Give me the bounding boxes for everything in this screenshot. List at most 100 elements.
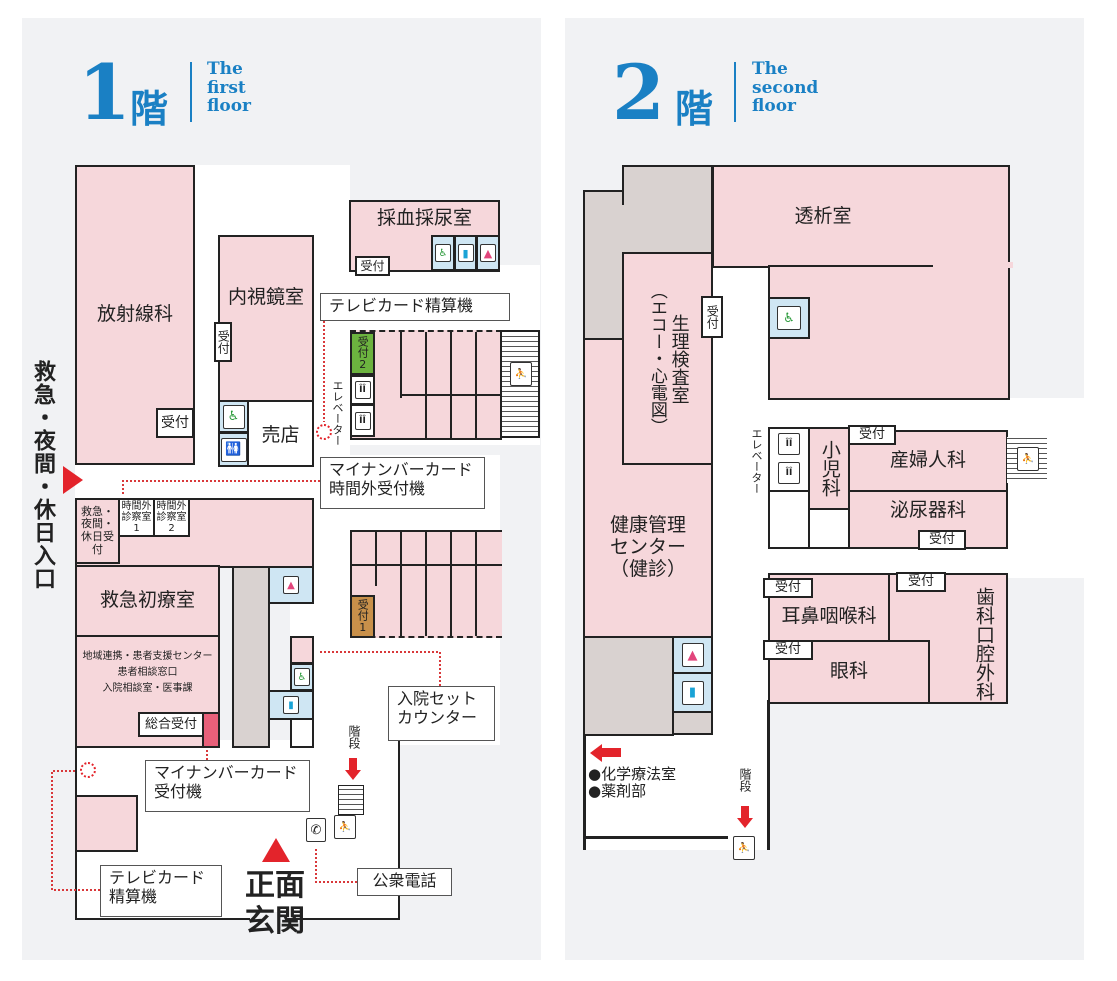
elevator[interactable]: ÎÎ	[350, 375, 375, 405]
reception-endoscopy: 受付	[214, 322, 232, 362]
label-line: マイナンバーカード	[154, 763, 298, 782]
endoscopy-room[interactable]: 内視鏡室	[218, 235, 314, 402]
title-divider	[190, 62, 192, 122]
after-hours-exam-2[interactable]: 時間外診察室2	[153, 498, 190, 537]
elevator-icon[interactable]: ÎÎ	[778, 462, 800, 484]
mens-restroom: ▮	[672, 672, 713, 713]
service-area	[583, 636, 674, 736]
emergency-room[interactable]: 救急初療室	[75, 565, 220, 637]
en-line: floor	[207, 96, 251, 117]
wheelchair-icon: ♿	[222, 404, 245, 429]
wall	[767, 700, 770, 850]
emergency-reception[interactable]: 救急・夜間・休日受付	[75, 498, 120, 564]
room-label: 透析室	[794, 204, 852, 227]
room-label: 時間外診察室1	[121, 501, 152, 534]
left-arrow-icon	[590, 744, 602, 762]
direction-item: ●薬剤部	[588, 782, 647, 801]
leader-line	[51, 770, 100, 891]
floor-1-english: The first floor	[207, 60, 251, 116]
ward-block-lower	[350, 530, 502, 638]
small-room	[808, 508, 850, 549]
label-line: 受付機	[154, 782, 203, 802]
en-line: second	[752, 77, 819, 98]
corridor-column	[232, 566, 270, 748]
stairs[interactable]: ⛹	[1007, 437, 1047, 483]
small-room	[290, 718, 314, 748]
reception-blood: 受付	[355, 256, 390, 276]
direction-list: ●化学療法室 ●薬剤部	[588, 765, 677, 801]
dialysis-room[interactable]: 透析室	[712, 165, 934, 268]
tv-card-machine-marker	[316, 424, 332, 440]
room-label: 放射線科	[96, 303, 173, 326]
floor-2-number: 2	[612, 48, 665, 137]
direction-item: ●化学療法室	[588, 765, 677, 783]
emergency-entrance-label: 救急・夜間・休日入口	[30, 360, 55, 590]
tv-card-machine-marker	[80, 762, 96, 778]
stairs-arrow	[741, 806, 749, 818]
stairs-icon: ⛹	[1017, 447, 1039, 471]
accessible-restroom: ♿	[218, 400, 249, 433]
man-icon: ▮	[283, 696, 299, 714]
accessible-restroom: ♿	[768, 297, 810, 339]
woman-icon: ▲	[283, 576, 299, 594]
wall	[583, 735, 586, 850]
shop[interactable]: 売店	[247, 400, 314, 467]
room-sublabel: （エコー・心電図）	[646, 282, 667, 435]
admission-set-counter-label: 入院セットカウンター	[388, 686, 495, 741]
reception-urology: 受付	[918, 530, 966, 550]
mynumber-machine-label: マイナンバーカード受付機	[145, 760, 310, 812]
physiology-lab[interactable]: 生理検査室 （エコー・心電図）	[622, 252, 713, 465]
down-arrow-icon	[737, 818, 753, 828]
leader-line	[315, 848, 357, 883]
mynumber-after-hours-label: マイナンバーカード時間外受付機	[320, 457, 485, 509]
label-line: カウンター	[397, 708, 478, 728]
phone-icon[interactable]: ✆	[306, 818, 326, 842]
room-label: 生理検査室	[668, 313, 690, 404]
leader-line	[318, 651, 441, 686]
reception-obgyn: 受付	[848, 425, 896, 445]
reception-2: 受付2	[350, 332, 375, 375]
room-label: 耳鼻咽喉科	[781, 605, 877, 628]
reception-ophthalmology: 受付	[763, 640, 813, 660]
en-line: floor	[752, 96, 796, 117]
womens-restroom: ▲	[672, 636, 713, 674]
stairs[interactable]	[338, 785, 364, 815]
wall-merge	[933, 262, 1013, 268]
elevator-label: エレベーター	[331, 380, 344, 446]
service-area	[622, 165, 713, 205]
elevator-icon[interactable]: ÎÎ	[778, 433, 800, 455]
reception-1: 受付1	[350, 595, 375, 638]
room-label: 地域連携・患者支援センター	[82, 651, 213, 662]
after-hours-exam-1[interactable]: 時間外診察室1	[118, 498, 155, 537]
room-label: 採血採尿室	[376, 207, 472, 229]
floor-1-number: 1	[78, 48, 131, 137]
stairs[interactable]: ⛹	[500, 330, 540, 438]
room-label: 健康管理	[609, 514, 686, 537]
stairs-icon: ⛹	[334, 815, 356, 839]
tv-card-machine-label-bottom: テレビカード精算機	[100, 865, 222, 917]
label-line: 時間外受付機	[329, 479, 426, 499]
room-label: 内視鏡室	[227, 286, 304, 308]
womens-restroom: ▲	[476, 235, 500, 271]
wall	[583, 836, 728, 839]
room-label: 入院相談室・医事課	[102, 683, 193, 694]
elevator-label: エレベーター	[750, 428, 763, 494]
stairs-label: 階段	[738, 768, 752, 792]
pediatrics[interactable]: 小児科	[808, 427, 850, 510]
label-line: 正面	[245, 868, 305, 903]
dialysis-room-right	[932, 165, 1010, 268]
room-label: 売店	[261, 424, 300, 446]
room-label: 泌尿器科	[889, 499, 966, 521]
down-arrow-icon	[345, 770, 361, 780]
stairs-icon[interactable]: ⛹	[733, 836, 755, 860]
elevator-icon: ÎÎ	[354, 411, 371, 430]
room-label: （健診）	[609, 557, 686, 580]
en-line: first	[207, 77, 246, 98]
elevator[interactable]: ÎÎ	[350, 404, 375, 437]
general-reception[interactable]: 総合受付	[138, 712, 204, 737]
accessible-restroom: ♿	[290, 663, 314, 691]
floor-1-kai: 階	[130, 86, 169, 131]
room-label: 眼科	[829, 660, 868, 683]
reception-ent: 受付	[763, 578, 813, 598]
label-line: 入院セット	[397, 689, 478, 708]
